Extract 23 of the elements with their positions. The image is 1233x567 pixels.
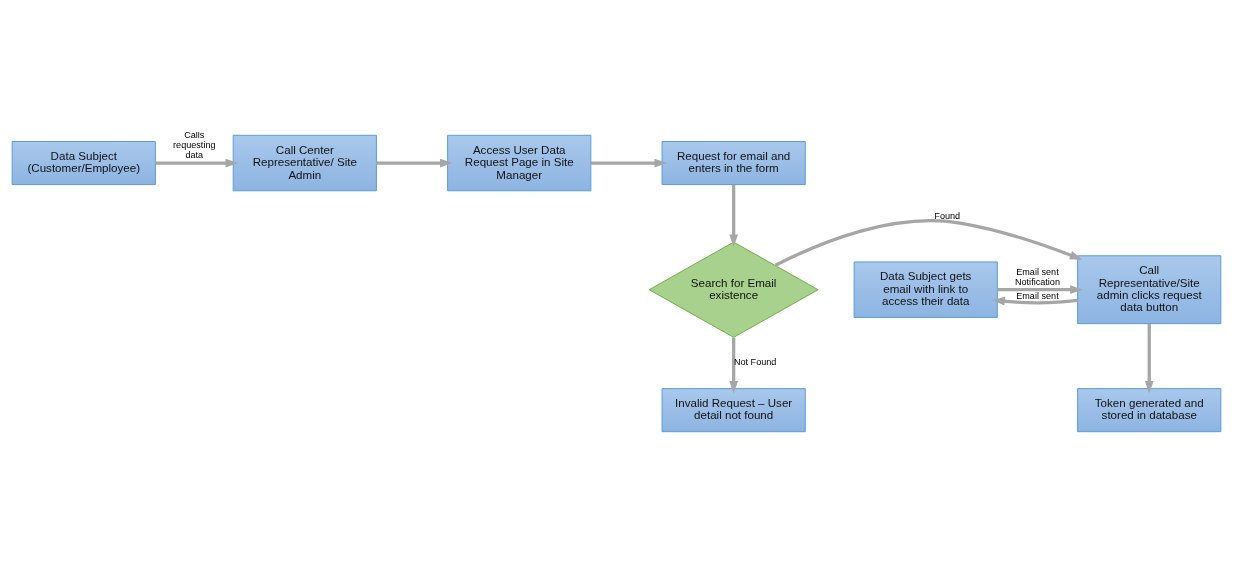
arrow [729, 184, 738, 247]
arrow [1144, 323, 1154, 394]
arrow [590, 158, 667, 168]
edge-label: Calls requesting data [173, 130, 216, 160]
edge-label: Email sent [1016, 291, 1059, 302]
node-box: Invalid Request – User detail not found [661, 388, 806, 433]
arrow [997, 285, 1083, 295]
arrow [376, 158, 453, 168]
arrow [729, 337, 738, 394]
node-box: Data Subject gets email with link to access their data [853, 261, 998, 318]
node-box: Call Center Representative/ Site Admin [232, 134, 377, 192]
arrow [774, 219, 1083, 267]
node-box: Data Subject (Customer/Employee) [11, 141, 156, 186]
arrow [992, 296, 1078, 306]
edge-label: Email sent Notification [1014, 266, 1060, 287]
node-box: Access User Data Request Page in Site Manager [447, 134, 592, 192]
node-box: Request for email and enters in the form [661, 141, 806, 186]
node-diamond: Search for Email existence [648, 241, 819, 338]
edge-label: Not Found [733, 357, 777, 368]
arrow [155, 158, 239, 168]
edge-label: Found [934, 210, 961, 221]
node-box: Token generated and stored in database [1077, 388, 1222, 433]
node-box: Call Representative/Site admin clicks request data button [1077, 255, 1222, 325]
